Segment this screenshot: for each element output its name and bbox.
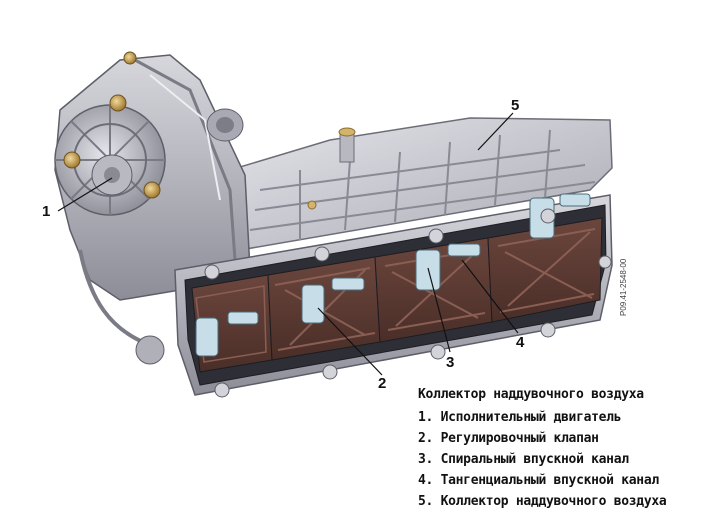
legend: Коллектор наддувочного воздуха 1. Исполн… (418, 384, 718, 512)
callout-leaders (57, 112, 519, 376)
legend-item-number: 3. (418, 452, 434, 467)
manifold-top (229, 117, 613, 251)
legend-item-number: 5. (418, 494, 434, 509)
callout-3: 3 (446, 354, 454, 371)
legend-item-1: 1. Исполнительный двигатель (418, 407, 718, 428)
legend-title: Коллектор наддувочного воздуха (418, 387, 644, 402)
legend-item-number: 2. (418, 431, 434, 446)
legend-item-4: 4. Тангенциальный впускной канал (418, 470, 718, 491)
legend-item-2: 2. Регулировочный клапан (418, 428, 718, 449)
legend-item-text: Исполнительный двигатель (440, 410, 622, 425)
legend-item-number: 4. (418, 473, 434, 488)
callout-1: 1 (42, 203, 50, 220)
port-2 (267, 256, 381, 361)
legend-item-5: 5. Коллектор наддувочного воздуха (418, 491, 718, 512)
legend-list: 1. Исполнительный двигатель 2. Регулиров… (418, 407, 718, 512)
actuator-housing (54, 51, 251, 365)
callout-4: 4 (516, 334, 525, 351)
legend-item-text: Спиральный впускной канал (440, 452, 629, 467)
legend-item-text: Регулировочный клапан (440, 431, 599, 446)
legend-item-text: Тангенциальный впускной канал (440, 473, 660, 488)
legend-item-number: 1. (418, 410, 434, 425)
drawing-code: P09.41-2548-00 (619, 258, 628, 316)
legend-item-text: Коллектор наддувочного воздуха (440, 494, 667, 509)
legend-item-3: 3. Спиральный впускной канал (418, 449, 718, 470)
callout-2: 2 (378, 375, 386, 392)
port-1 (191, 274, 273, 373)
flange-bolt-holes (204, 208, 612, 398)
callout-5: 5 (511, 97, 519, 114)
